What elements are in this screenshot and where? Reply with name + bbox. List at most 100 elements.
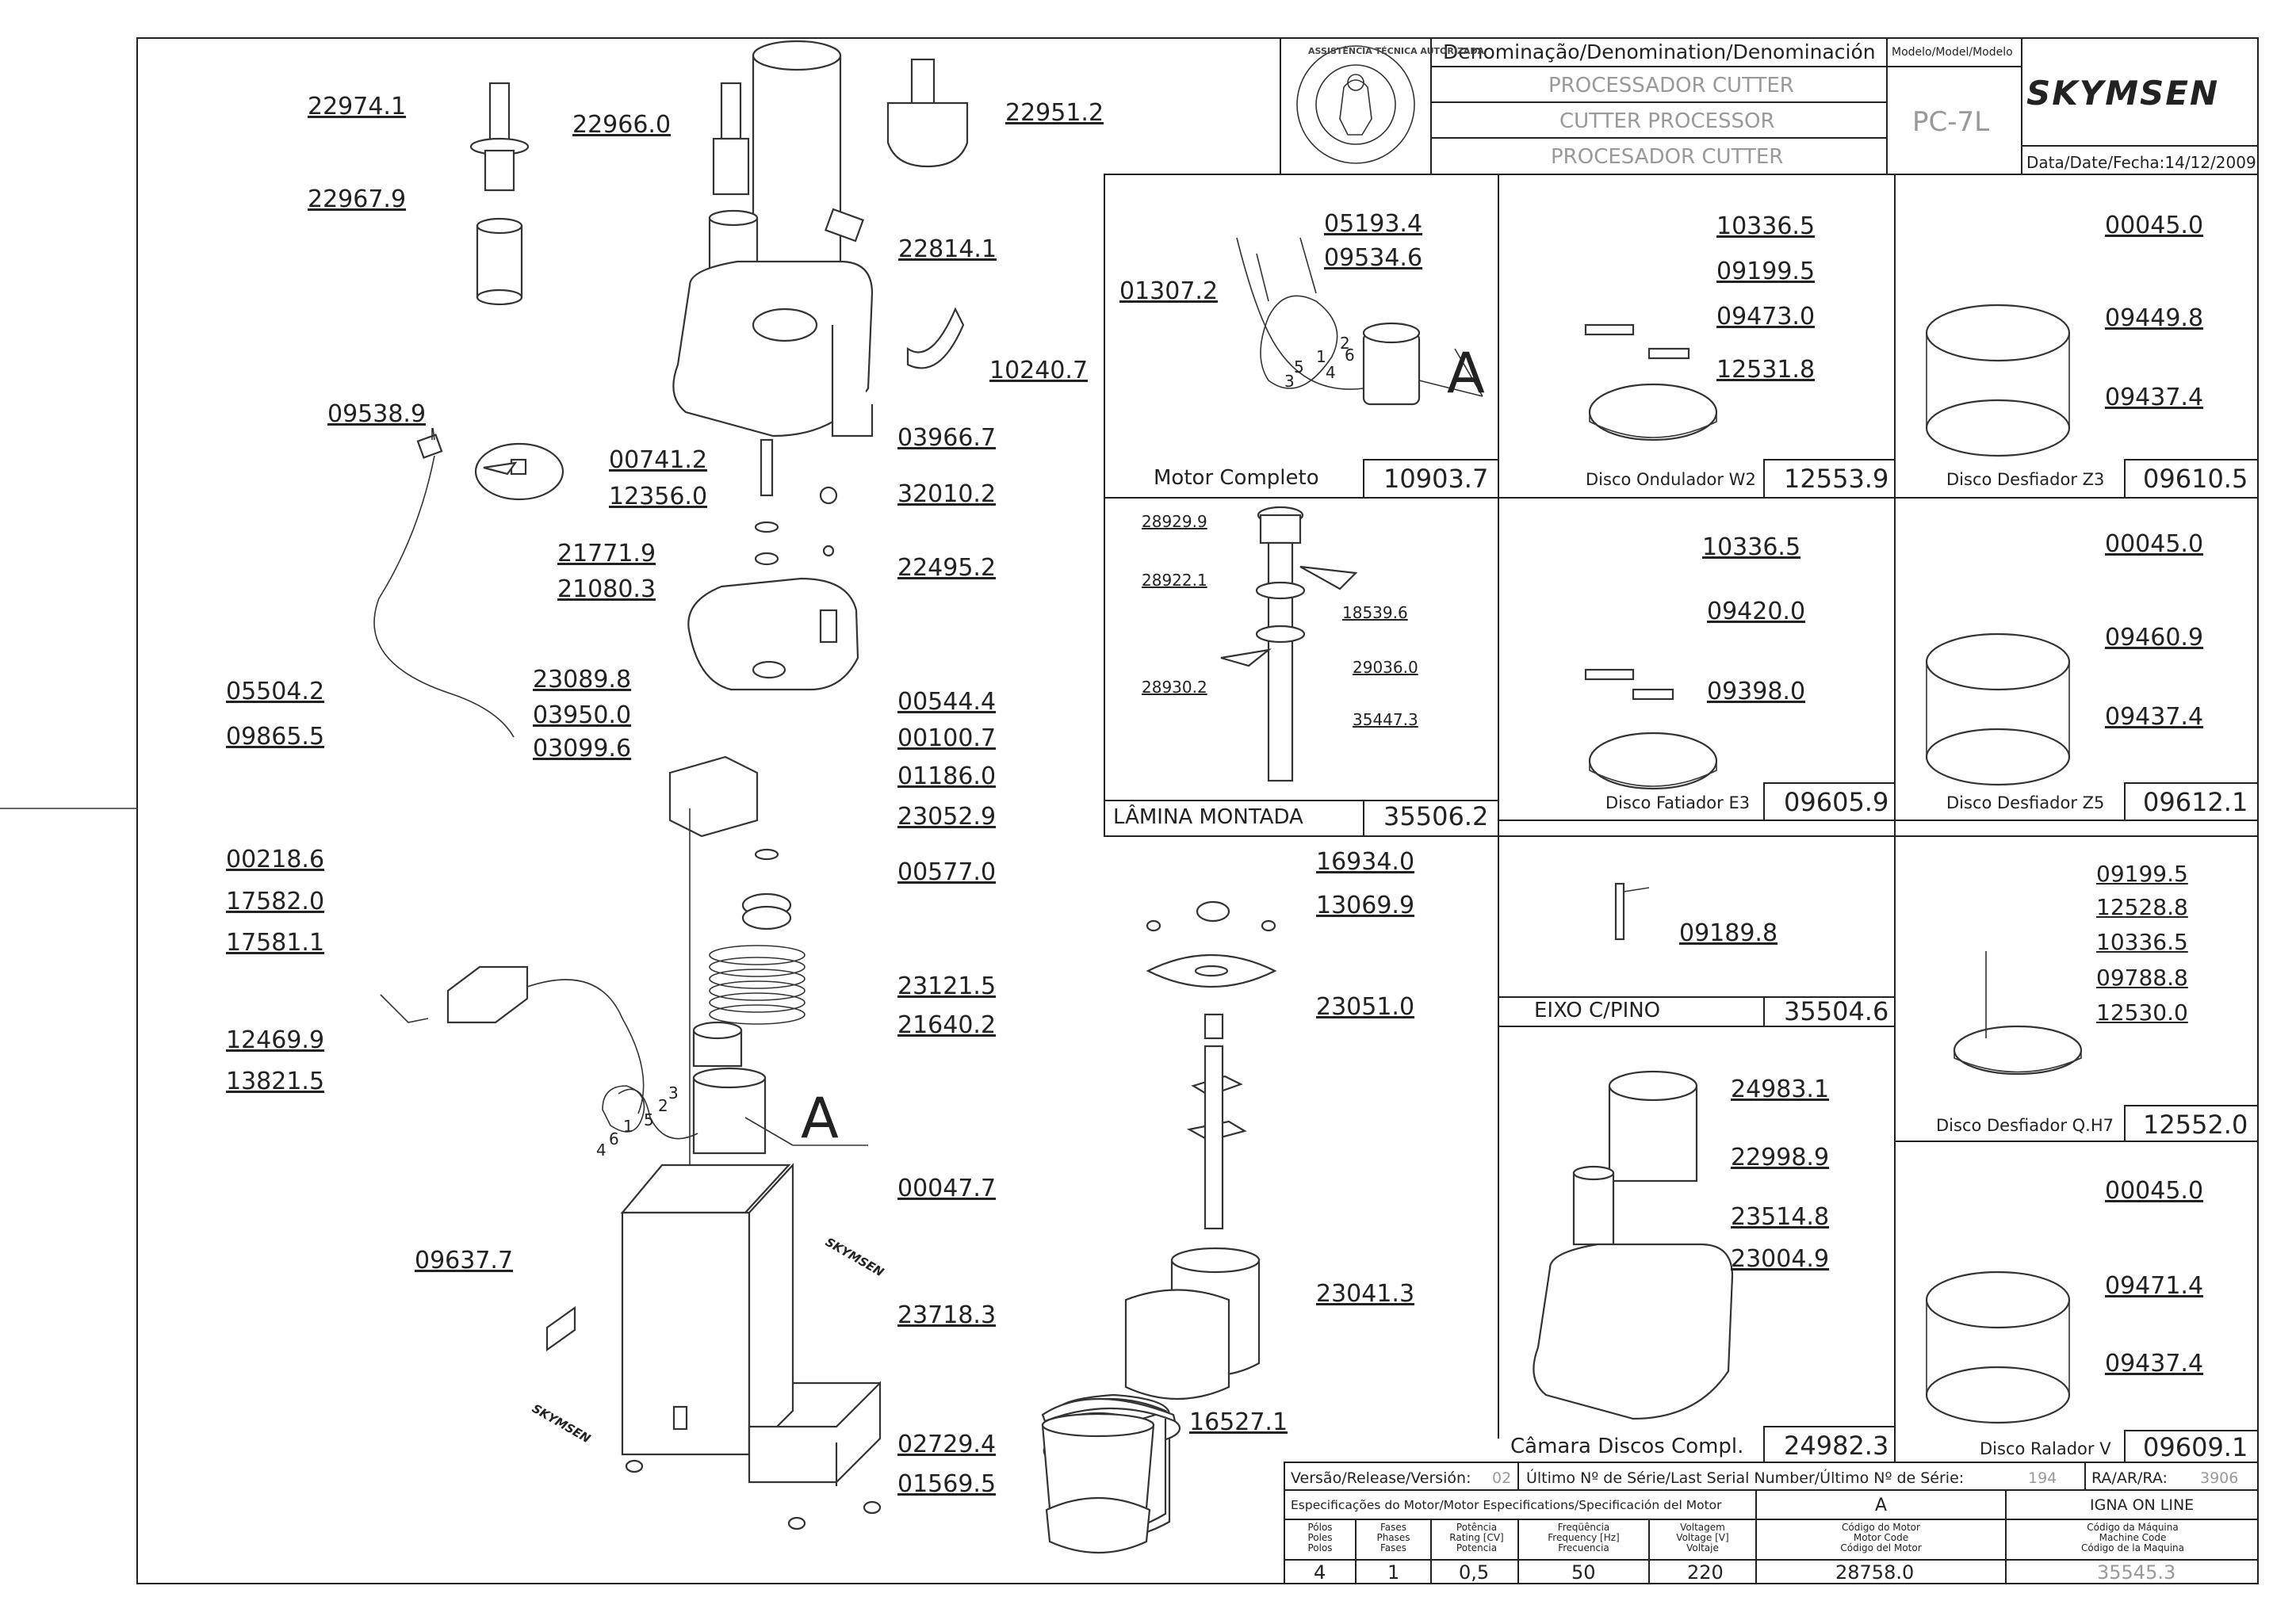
part-label-10240-7: 10240.7 (989, 357, 1089, 384)
part-label-00100-7: 00100.7 (897, 724, 997, 752)
part-label-02729-4: 02729.4 (897, 1431, 997, 1458)
motor-label-01307-2: 01307.2 (1119, 277, 1219, 305)
header-phases: Fases Phases Fases (1376, 1522, 1410, 1554)
wire-number-6: 6 (609, 1129, 619, 1148)
part-label-22967-9: 22967.9 (308, 185, 407, 213)
part-label-00047-7: 00047.7 (897, 1175, 997, 1202)
part-label-32010-2: 32010.2 (897, 480, 997, 508)
ondulador-caption: Disco Ondulador W2 (1586, 470, 1756, 489)
value-poles: 4 (1314, 1561, 1326, 1584)
ondulador-label-09473-0: 09473.0 (1716, 303, 1816, 331)
eixo-code: 35504.6 (1784, 996, 1889, 1026)
ralador-label-00045-0: 00045.0 (2105, 1177, 2204, 1205)
camara-label-23514-8: 23514.8 (1731, 1203, 1830, 1231)
ondulador-label-12531-8: 12531.8 (1716, 356, 1816, 384)
value-rating: 0,5 (1459, 1561, 1490, 1584)
shaft-bearing-parts (754, 438, 838, 566)
motor-complete-drawing (1236, 237, 1483, 406)
part-label-16934-0: 16934.0 (1316, 848, 1415, 876)
ondulador-disc-drawing (1584, 323, 1718, 441)
qh7-label-12528-8: 12528.8 (2096, 894, 2188, 920)
ra-label: RA/AR/RA: (2091, 1469, 2168, 1487)
z3-label-09437-4: 09437.4 (2105, 384, 2204, 411)
z3-code: 09610.5 (2143, 464, 2248, 494)
part-label-03966-7: 03966.7 (897, 424, 997, 452)
value-phases: 1 (1387, 1561, 1400, 1584)
motor-spec-label: Especificações do Motor/Motor Especifica… (1291, 1498, 1722, 1512)
lamina-label-29036-0: 29036.0 (1353, 658, 1418, 677)
serial-value: 194 (2028, 1469, 2057, 1487)
part-label-23089-8: 23089.8 (533, 666, 632, 694)
part-label-22814-1: 22814.1 (898, 235, 997, 263)
motor-label-09534-6: 09534.6 (1324, 244, 1423, 272)
part-label-09637-7: 09637.7 (415, 1247, 514, 1274)
camara-discos-drawing (1533, 1070, 1734, 1420)
eixo-drawing (1614, 882, 1650, 941)
header-frequency: Freqüência Frequency [Hz] Frecuencia (1548, 1522, 1620, 1554)
part-label-05504-2: 05504.2 (226, 678, 325, 705)
wire-number-3: 3 (668, 1083, 679, 1102)
motor-panel-marker: A (1447, 341, 1485, 406)
qh7-caption: Disco Desfiador Q.H7 (1936, 1116, 2114, 1135)
z3-label-09449-8: 09449.8 (2105, 304, 2204, 332)
left-assembly: A 3 2 5 1 6 4 SKYMSEN SKYMSEN (373, 40, 969, 1530)
part-label-13821-5: 13821.5 (226, 1068, 325, 1095)
part-label-03950-0: 03950.0 (533, 701, 632, 729)
part-label-21080-3: 21080.3 (557, 575, 656, 603)
motor-code: 10903.7 (1383, 464, 1489, 494)
eixo-caption: EIXO C/PINO (1534, 999, 1661, 1022)
pulley-belt-parts (709, 848, 806, 1025)
lamina-label-28930-2: 28930.2 (1142, 678, 1207, 697)
z5-code: 09612.1 (2143, 787, 2248, 817)
part-label-00577-0: 00577.0 (897, 858, 997, 886)
part-label-23718-3: 23718.3 (897, 1301, 997, 1329)
large-pusher-part (886, 58, 969, 168)
qh7-code: 12552.0 (2143, 1110, 2248, 1140)
motor-wire-2: 2 (1340, 334, 1350, 353)
header-rating: Potência Rating [CV] Potencia (1449, 1522, 1504, 1554)
part-label-22495-2: 22495.2 (897, 554, 997, 582)
part-label-16527-1: 16527.1 (1189, 1408, 1288, 1436)
qh7-label-12530-0: 12530.0 (2096, 999, 2188, 1026)
lamina-label-28922-1: 28922.1 (1142, 571, 1207, 590)
part-label-00218-6: 00218.6 (226, 846, 325, 873)
curved-sheet-part (906, 307, 965, 369)
fatiador-disc-drawing (1584, 668, 1718, 790)
version-label: Versão/Release/Versión: (1291, 1469, 1471, 1487)
camara-label-22998-9: 22998.9 (1731, 1144, 1830, 1171)
skymsen-decal-2: SKYMSEN (530, 1401, 593, 1446)
motor-wire-5: 5 (1294, 357, 1304, 376)
name-es: PROCESADOR CUTTER (1551, 145, 1783, 169)
lamina-caption: LÂMINA MONTADA (1113, 805, 1303, 829)
fatiador-label-09420-0: 09420.0 (1707, 598, 1806, 625)
camara-label-24983-1: 24983.1 (1731, 1076, 1830, 1103)
ralador-label-09471-4: 09471.4 (2105, 1272, 2204, 1300)
desfiador-qh7-drawing (1953, 951, 2083, 1076)
desfiador-z3-disc-drawing (1925, 304, 2071, 457)
header-machine-code: Código da Máquina Machine Code Código de… (2081, 1522, 2184, 1554)
motor-wire-4: 4 (1326, 363, 1336, 382)
wire-number-4: 4 (596, 1141, 607, 1160)
value-motor-code: 28758.0 (1835, 1561, 1915, 1584)
camara-code: 24982.3 (1784, 1431, 1889, 1461)
motor-a-marker (744, 1117, 868, 1146)
model-value: PC-7L (1912, 106, 1989, 138)
z5-caption: Disco Desfiador Z5 (1946, 793, 2105, 812)
part-label-12469-9: 12469.9 (226, 1026, 325, 1054)
motor-caption: Motor Completo (1154, 466, 1319, 490)
part-label-22966-0: 22966.0 (572, 111, 672, 139)
desfiador-z5-disc-drawing (1925, 632, 2071, 786)
seal-text: ASSISTÊNCIA TÉCNICA AUTORIZADA (1308, 46, 1485, 56)
z5-label-09437-4: 09437.4 (2105, 703, 2204, 731)
part-label-23051-0: 23051.0 (1316, 993, 1415, 1021)
part-label-23041-3: 23041.3 (1316, 1280, 1415, 1308)
cup-part (1041, 1412, 1155, 1554)
header-motor-code: Código do Motor Motor Code Código del Mo… (1840, 1522, 1922, 1554)
z3-label-00045-0: 00045.0 (2105, 212, 2204, 239)
wire-number-2: 2 (658, 1096, 668, 1115)
skymsen-decal-1: SKYMSEN (823, 1235, 886, 1280)
part-label-01569-5: 01569.5 (897, 1470, 997, 1498)
panel-grid (1104, 174, 2259, 1463)
camara-caption: Câmara Discos Compl. (1510, 1435, 1744, 1458)
ondulador-code: 12553.9 (1784, 464, 1889, 494)
